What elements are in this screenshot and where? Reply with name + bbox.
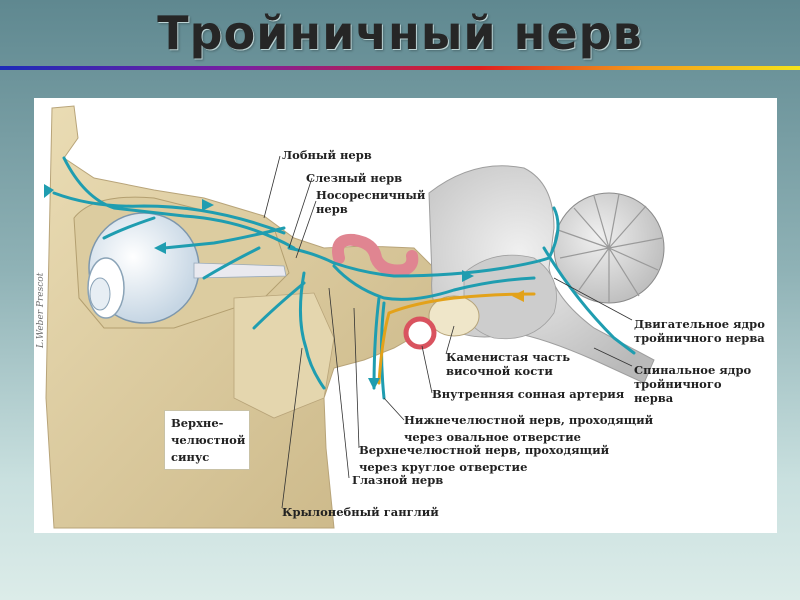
- label-pterygopalatine-ganglion: Крылонебный ганглий: [282, 505, 439, 519]
- motor-arrow-head: [512, 290, 524, 302]
- slide-title: Тройничный нерв: [157, 6, 643, 60]
- carotid-artery-loop: [332, 233, 419, 277]
- title-rule: [0, 66, 800, 70]
- label-maxillary-nerve: Верхнечелюстной нерв, проходящий через к…: [359, 443, 610, 474]
- petrous-bone: [428, 295, 480, 337]
- label-mandibular-nerve: Нижнечелюстной нерв, проходящий через ов…: [404, 413, 654, 444]
- label-ophthalmic-nerve: Глазной нерв: [352, 473, 444, 487]
- label-frontal-nerve: Лобный нерв: [282, 148, 372, 162]
- artist-signature: L.Weber Prescot: [36, 272, 46, 348]
- diagram-panel: L.Weber Prescot Лобный нерв Слезный нерв…: [34, 98, 777, 533]
- motor-root-arrow: [377, 292, 536, 385]
- leader-lines: [263, 155, 633, 509]
- flow-arrows: [44, 184, 474, 390]
- pons: [463, 254, 557, 340]
- label-motor-nucleus: Двигательное ядро тройничного нерва: [634, 317, 765, 345]
- label-petrous-part: Каменистая часть височной кости: [446, 350, 571, 378]
- label-maxillary-sinus: Верхне-челюстной синус: [171, 416, 246, 464]
- trigeminal-nerve-paths: [52, 156, 636, 400]
- label-spinal-nucleus: Спинальное ядро тройничного нерва: [634, 363, 752, 405]
- label-lacrimal-nerve: Слезный нерв: [306, 171, 403, 185]
- nasal-region: [233, 292, 335, 419]
- label-internal-carotid: Внутренняя сонная артерия: [432, 387, 625, 401]
- maxillary-sinus-box: Верхне-челюстной синус: [164, 410, 250, 470]
- carotid-artery-cross-section: [403, 316, 437, 350]
- anatomy-illustration: [44, 105, 665, 529]
- eyeball: [87, 212, 287, 324]
- label-nasociliary-nerve: Носоресничный нерв: [316, 188, 426, 216]
